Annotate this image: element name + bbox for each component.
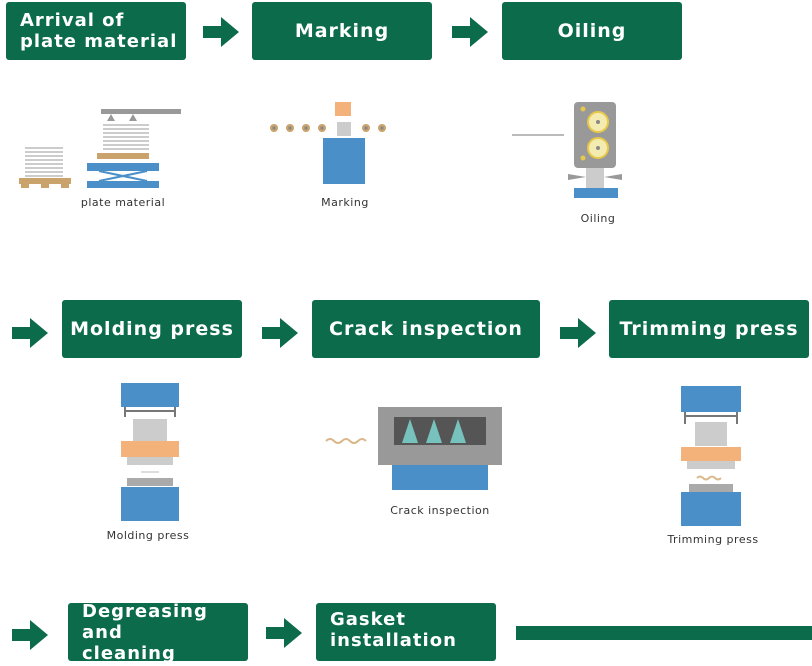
molding-press-illustration bbox=[121, 383, 179, 521]
caption-plate-material: plate material bbox=[80, 196, 166, 209]
step-gasket-installation: Gasket installation bbox=[316, 603, 496, 661]
caption-marking: Marking bbox=[321, 196, 369, 209]
marking-illustration bbox=[270, 102, 386, 184]
right-arrow-icon bbox=[452, 17, 488, 47]
caption-crack-inspection: Crack inspection bbox=[390, 504, 490, 517]
step-marking: Marking bbox=[252, 2, 432, 60]
right-arrow-icon bbox=[262, 318, 298, 348]
caption-molding-press: Molding press bbox=[106, 529, 190, 542]
right-arrow-icon bbox=[203, 17, 239, 47]
step-oiling: Oiling bbox=[502, 2, 682, 60]
crack-inspection-illustration bbox=[325, 407, 502, 490]
right-arrow-icon bbox=[266, 618, 302, 648]
caption-oiling: Oiling bbox=[580, 212, 616, 225]
oiling-illustration bbox=[512, 102, 622, 198]
plate-material-illustration bbox=[19, 109, 181, 188]
trimming-press-illustration bbox=[681, 386, 741, 526]
step-molding-press: Molding press bbox=[62, 300, 242, 358]
step-arrival-of-plate-material: Arrival of plate material bbox=[6, 2, 186, 60]
right-arrow-icon bbox=[12, 318, 48, 348]
step-trimming-press: Trimming press bbox=[609, 300, 809, 358]
caption-trimming-press: Trimming press bbox=[667, 533, 759, 546]
step-crack-inspection: Crack inspection bbox=[312, 300, 540, 358]
right-arrow-icon bbox=[560, 318, 596, 348]
continuation-bar bbox=[516, 626, 812, 640]
step-degreasing-and-cleaning: Degreasing and cleaning bbox=[68, 601, 248, 664]
right-arrow-icon bbox=[12, 620, 48, 650]
